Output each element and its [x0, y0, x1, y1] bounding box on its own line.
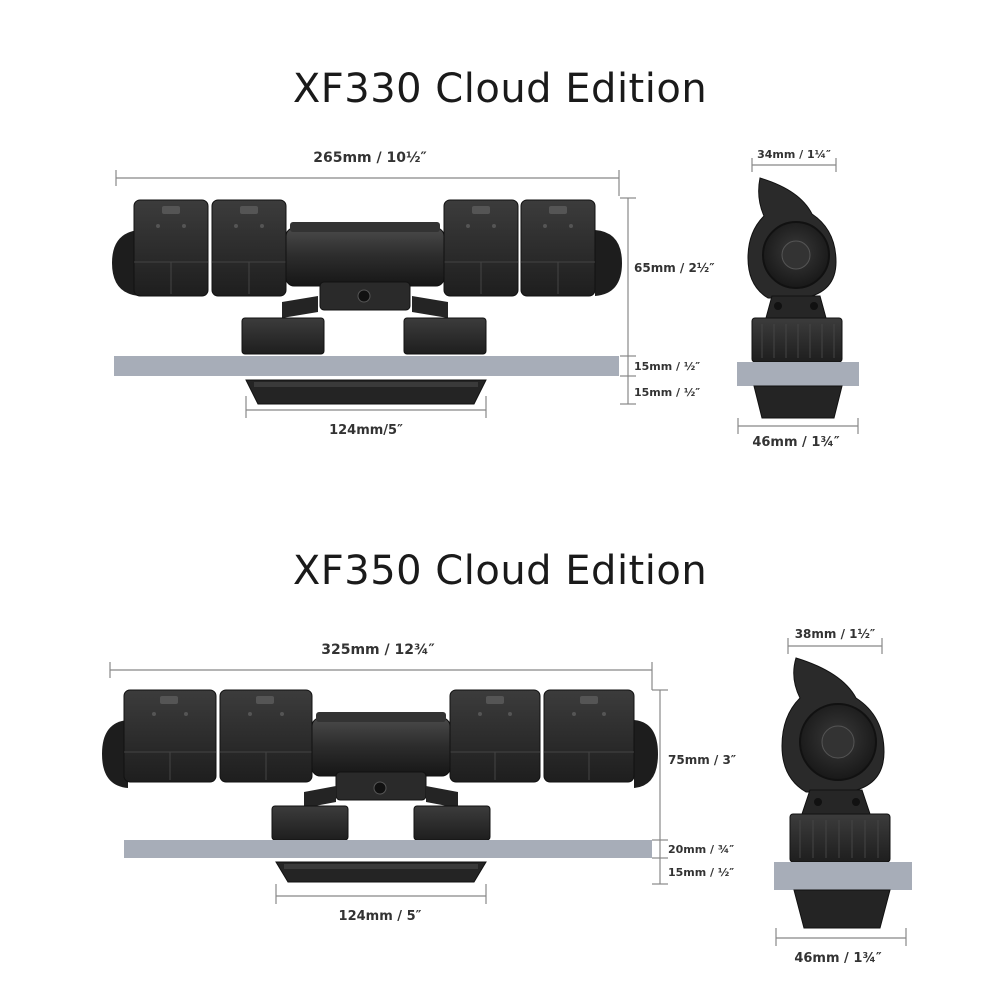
xf350-height-label: 75mm / 3″ — [668, 753, 737, 767]
product-title-xf330: XF330 Cloud Edition — [292, 66, 708, 112]
xf330-height-label: 65mm / 2½″ — [634, 261, 715, 275]
xf330-glass-panel — [114, 356, 619, 376]
xf330-side-view: 34mm / 1¼″ 46mm / 1¾″ — [737, 148, 859, 450]
xf330-front-view: 265mm / 10½″ — [112, 150, 715, 438]
xf350-glass-label: 20mm / ¾″ — [668, 843, 734, 856]
xf350-magnet-label: 15mm / ½″ — [668, 866, 734, 879]
xf350-base-label: 124mm / 5″ — [339, 909, 422, 924]
xf350-side-bottom-label: 46mm / 1¾″ — [794, 951, 881, 966]
xf330-base-label: 124mm/5″ — [329, 423, 403, 438]
xf330-side-top-label: 34mm / 1¼″ — [757, 148, 831, 161]
xf350-width-label: 325mm / 12¾″ — [321, 642, 435, 658]
xf330-magnet-label: 15mm / ½″ — [634, 386, 700, 399]
xf350-side-top-label: 38mm / 1½″ — [795, 627, 876, 641]
xf350-side-view: 38mm / 1½″ 46mm / 1¾″ — [774, 627, 912, 966]
xf330-side-bottom-label: 46mm / 1¾″ — [752, 435, 839, 450]
xf350-glass-panel — [124, 840, 652, 858]
xf350-front-view: 325mm / 12¾″ — [102, 642, 737, 924]
product-title-xf350: XF350 Cloud Edition — [292, 548, 708, 594]
xf330-glass-label: 15mm / ½″ — [634, 360, 700, 373]
xf330-width-label: 265mm / 10½″ — [313, 150, 427, 166]
